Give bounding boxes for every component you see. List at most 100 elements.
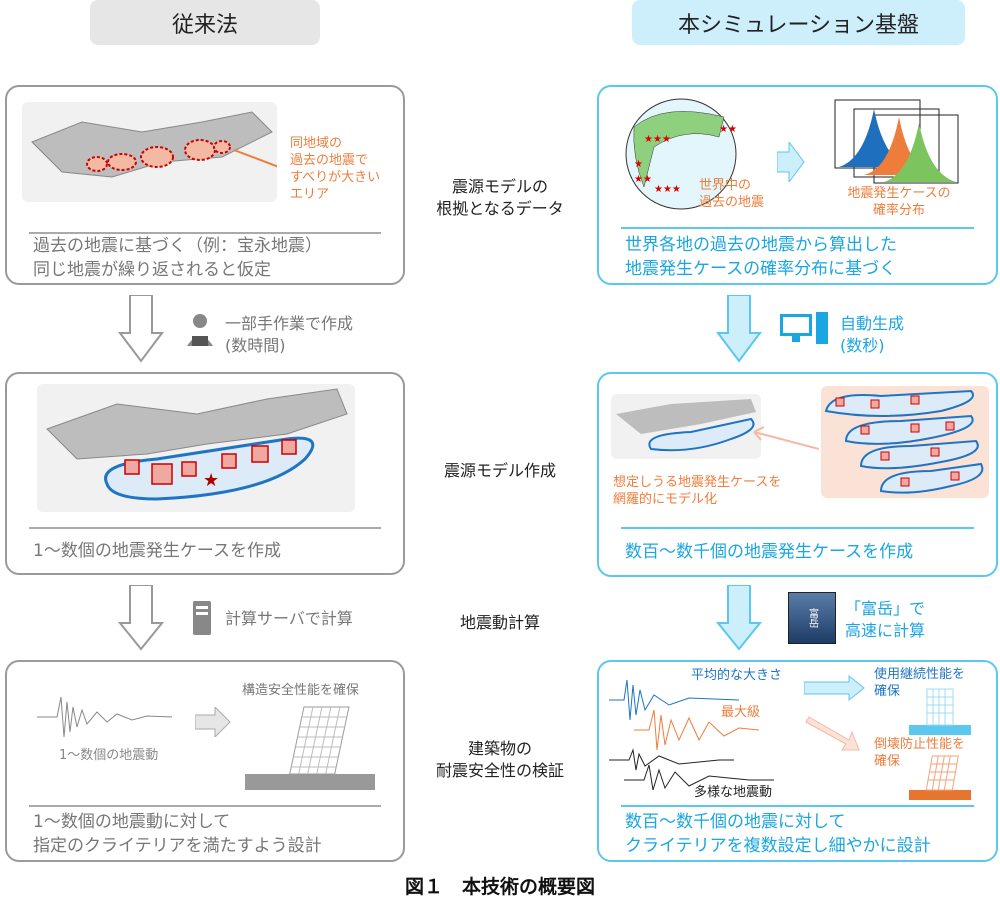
left-data-box: 同地域の過去の地震ですべりが大きいエリア 過去の地震に基づく（例：宝永地震） 同じ… [5, 85, 405, 285]
histogram-label: 地震発生ケースの確率分布 [834, 185, 964, 219]
text-line: 自動生成 [840, 314, 905, 333]
down-arrow-icon [118, 295, 164, 363]
tilted-building-icon [909, 755, 971, 800]
japan-source-map [611, 394, 761, 459]
building-label: 構造安全性能を確保 [242, 683, 360, 698]
text-line: 過去の地震に基づく（例：宝永地震） [33, 236, 322, 256]
tilted-building-icon [245, 706, 375, 790]
down-arrow-icon [118, 585, 164, 651]
label-line: 確率分布 [872, 203, 925, 218]
auto-generate-text: 自動生成 (数秒) [840, 313, 904, 357]
down-arrow-icon [716, 585, 762, 651]
figure-caption: 図１ 本技術の概要図 [404, 876, 595, 898]
annotation-line: エリア [290, 187, 330, 202]
left-data-description: 過去の地震に基づく（例：宝永地震） 同じ地震が繰り返されると仮定 [33, 234, 322, 282]
japan-source-map: ★ [37, 384, 355, 512]
text-line: 同じ地震が繰り返されると仮定 [33, 260, 271, 280]
globe-label: 世界中の過去の地震 [699, 177, 764, 211]
header-conventional: 従来法 [90, 0, 320, 45]
stage-line: 震源モデルの [451, 177, 548, 196]
annotation-line: 過去の地震で [290, 153, 369, 168]
divider [29, 232, 381, 234]
source-model: ★ [46, 388, 348, 501]
source-model [616, 399, 756, 452]
down-arrow-icon [716, 295, 762, 363]
many-source-models [821, 386, 989, 498]
fugaku-step-text: 「富岳」で高速に計算 [845, 598, 925, 642]
right-data-description: 世界各地の過去の地震から算出した地震発生ケースの確率分布に基づく [625, 233, 897, 281]
text-line: 「富岳」で [845, 599, 926, 618]
left-design-description: 1～数個の地震動に対して指定のクライテリアを満たすよう設計 [33, 810, 322, 858]
model-annotation: 想定しうる地震発生ケースを網羅的にモデル化 [613, 474, 781, 508]
left-model-box: ★ 1～数個の地震発生ケースを作成 [5, 372, 405, 575]
label-line: 過去の地震 [699, 195, 765, 210]
right-design-description: 数百～数千個の地震に対してクライテリアを複数設定し細やかに設計 [625, 810, 931, 858]
right-data-box: ★★★★★★★★★★★ 世界中の過去の地震 地震発生ケースの確率分布 世界各地の… [597, 85, 998, 285]
waveform-label: 1～数個の地震動 [59, 748, 159, 763]
label-line: 倒壊防止性能を [874, 737, 966, 752]
slip-area-annotation: 同地域の過去の地震ですべりが大きいエリア [290, 135, 380, 203]
annotation-line: 網羅的にモデル化 [613, 492, 718, 507]
source-model-variants [824, 389, 984, 494]
server-icon [193, 601, 211, 635]
text-line: 1～数個の地震動に対して [33, 812, 231, 832]
desktop-computer-icon [780, 312, 828, 344]
stage-label-ground-motion: 地震動計算 [459, 613, 540, 632]
seismic-waveform [37, 696, 173, 738]
collapse-prevention-label: 倒壊防止性能を確保 [874, 736, 965, 770]
text-line: 高速に計算 [845, 621, 926, 640]
leftward-arrow-icon [753, 426, 819, 450]
stage-label-data: 震源モデルの根拠となるデータ [405, 176, 595, 220]
svg-text:★: ★ [634, 159, 643, 170]
stage-line: 建築物の [467, 739, 532, 758]
text-line: 世界各地の過去の地震から算出した [625, 235, 897, 255]
japan-map [22, 102, 293, 202]
text-line: 一部手作業で作成 [225, 314, 354, 333]
label-line: 使用継続性能を [874, 667, 966, 682]
right-model-description: 数百～数千個の地震発生ケースを作成 [625, 542, 914, 562]
diverse-motion-label: 多様な地震動 [694, 785, 773, 800]
supercomputer-icon-label: 富岳 [806, 608, 818, 628]
right-arrow-icon [777, 142, 805, 182]
left-model-description: 1～数個の地震発生ケースを作成 [33, 541, 281, 561]
server-step-text: 計算サーバで計算 [225, 609, 353, 628]
label-line: 確保 [874, 684, 901, 699]
standing-building-icon [909, 688, 971, 735]
max-label-text: 最大級 [721, 705, 761, 720]
max-motion-label: 最大級 [721, 704, 760, 721]
label-line: 確保 [874, 754, 901, 769]
header-simulation: 本シミュレーション基盤 [632, 0, 965, 45]
divider [29, 805, 381, 807]
annotation-line: すべりが大きい [290, 170, 381, 185]
annotation-line: 同地域の [290, 136, 343, 151]
text-line: 指定のクライテリアを満たすよう設計 [33, 836, 322, 856]
right-design-box: 平均的な大きさ 最大級 多様な地震動 使用継続性能を確保 倒壊防止性能を確保 数… [597, 660, 998, 862]
stage-line: 根拠となるデータ [436, 199, 564, 218]
svg-text:★★★: ★★★ [644, 134, 671, 145]
stage-label-model: 震源モデル作成 [443, 461, 556, 480]
text-line: (数秒) [840, 336, 885, 355]
annotation-line: 想定しうる地震発生ケースを [613, 475, 782, 490]
text-line: (数時間) [225, 336, 286, 355]
map-slip-areas [31, 111, 293, 178]
divider [621, 805, 974, 807]
svg-text:★★: ★★ [634, 174, 652, 185]
service-performance-label: 使用継続性能を確保 [874, 666, 965, 700]
person-at-computer-icon [187, 314, 213, 346]
right-model-box: 想定しうる地震発生ケースを網羅的にモデル化 数百～数千個の地震発生ケースを作成 [597, 372, 998, 577]
right-arrow-icon [195, 707, 231, 737]
outcome-arrows [804, 674, 865, 751]
globe-icon: ★★★★★★★★★★★ [625, 98, 737, 210]
label-line: 世界中の [699, 178, 752, 193]
average-motion-label: 平均的な大きさ [691, 668, 783, 683]
svg-text:★★★: ★★★ [654, 184, 681, 195]
manual-step-text: 一部手作業で作成 (数時間) [225, 313, 353, 357]
svg-text:★: ★ [203, 470, 219, 491]
left-design-box: 1～数個の地震動 構造安全性能を確保 1～数個の地震動に対して指定のクライテリア… [5, 660, 405, 862]
stage-label-verification: 建築物の耐震安全性の検証 [405, 738, 595, 782]
divider [29, 527, 381, 529]
supercomputer-icon: 富岳 [788, 592, 836, 644]
divider [621, 227, 974, 229]
divider [621, 527, 974, 529]
text-line: クライテリアを複数設定し細やかに設計 [625, 836, 931, 856]
